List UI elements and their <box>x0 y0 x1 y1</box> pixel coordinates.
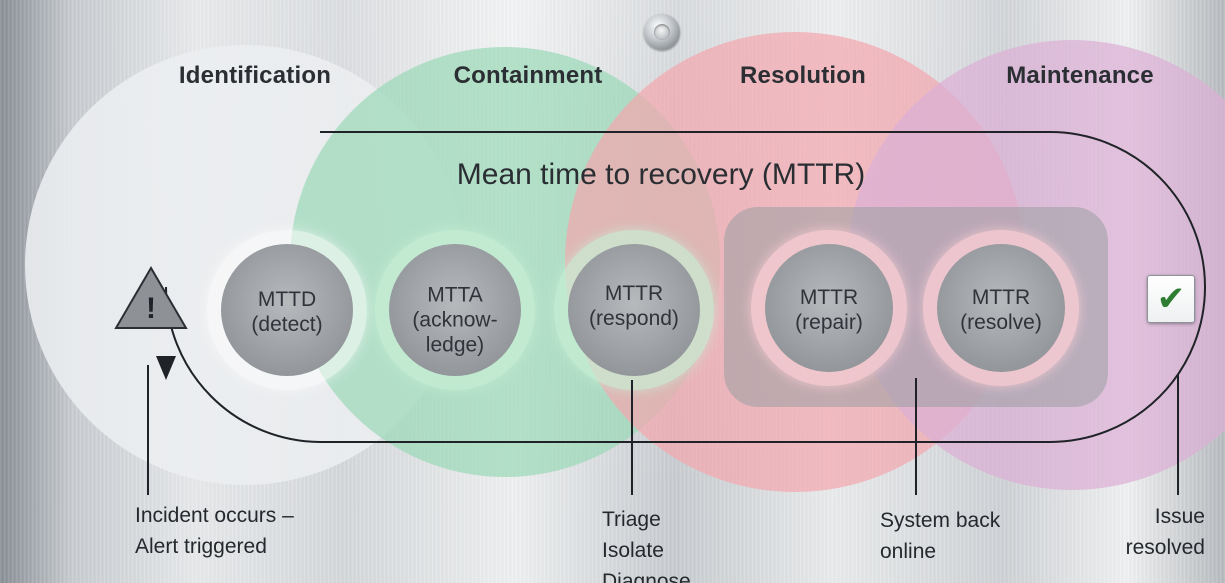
event-line: Incident occurs – <box>135 504 294 527</box>
metric-desc: (resolve) <box>960 311 1042 334</box>
metric-abbr: MTTR <box>604 282 664 305</box>
stage-title-maintenance: Maintenance <box>1006 62 1154 89</box>
metric-label-mttr-resolve: MTTR (resolve) <box>960 285 1042 335</box>
mttr-loop <box>165 131 1206 443</box>
event-line: Diagnose <box>602 570 691 583</box>
event-system-back-online: System back online <box>880 505 1000 567</box>
metric-desc: (detect) <box>251 313 323 336</box>
event-line: System back <box>880 509 1001 532</box>
resolved-checkbox: ✔ <box>1147 275 1195 323</box>
mttr-loop-title: Mean time to recovery (MTTR) <box>456 158 866 191</box>
metric-ring-mttr-respond <box>554 230 714 390</box>
metric-ring-mtta <box>375 230 535 390</box>
event-line: Triage <box>602 508 661 531</box>
svg-text:!: ! <box>146 292 156 325</box>
metric-desc: (acknow- <box>412 308 498 332</box>
event-issue-resolved: Issue resolved <box>1113 501 1205 563</box>
metric-ring-mttr-repair <box>751 230 907 386</box>
metric-ring-mttr-resolve <box>923 230 1079 386</box>
loop-arrowhead <box>156 356 176 380</box>
checkmark-icon: ✔ <box>1156 280 1186 318</box>
event-incident-occurs: Incident occurs – Alert triggered <box>135 500 294 562</box>
metric-label-mtta: MTTA (acknow- ledge) <box>412 283 497 358</box>
metric-abbr: MTTR <box>799 286 859 309</box>
event-line: Isolate <box>602 539 664 562</box>
metric-abbr: MTTA <box>427 283 483 307</box>
metric-abbr: MTTR <box>971 286 1031 309</box>
metric-desc-continued: ledge) <box>425 333 485 357</box>
stage-title-identification: Identification <box>178 62 332 89</box>
stage-title-containment: Containment <box>453 62 603 89</box>
event-triage: Triage Isolate Diagnose <box>602 504 691 583</box>
metric-label-mttr-repair: MTTR (repair) <box>795 285 863 335</box>
metric-abbr: MTTD <box>257 288 317 311</box>
metric-ring-mttd <box>207 230 367 390</box>
metric-label-mttr-respond: MTTR (respond) <box>589 281 679 331</box>
mounting-screw <box>644 14 680 50</box>
metric-desc: (respond) <box>589 307 679 330</box>
event-line: Alert triggered <box>135 535 267 558</box>
event-line: resolved <box>1125 536 1205 559</box>
metric-desc: (repair) <box>795 311 863 334</box>
metric-label-mttd: MTTD (detect) <box>251 287 322 337</box>
stage-title-resolution: Resolution <box>740 62 866 89</box>
event-line: online <box>880 540 937 563</box>
event-line: Issue <box>1154 505 1205 528</box>
warning-triangle-icon: ! <box>114 266 188 329</box>
